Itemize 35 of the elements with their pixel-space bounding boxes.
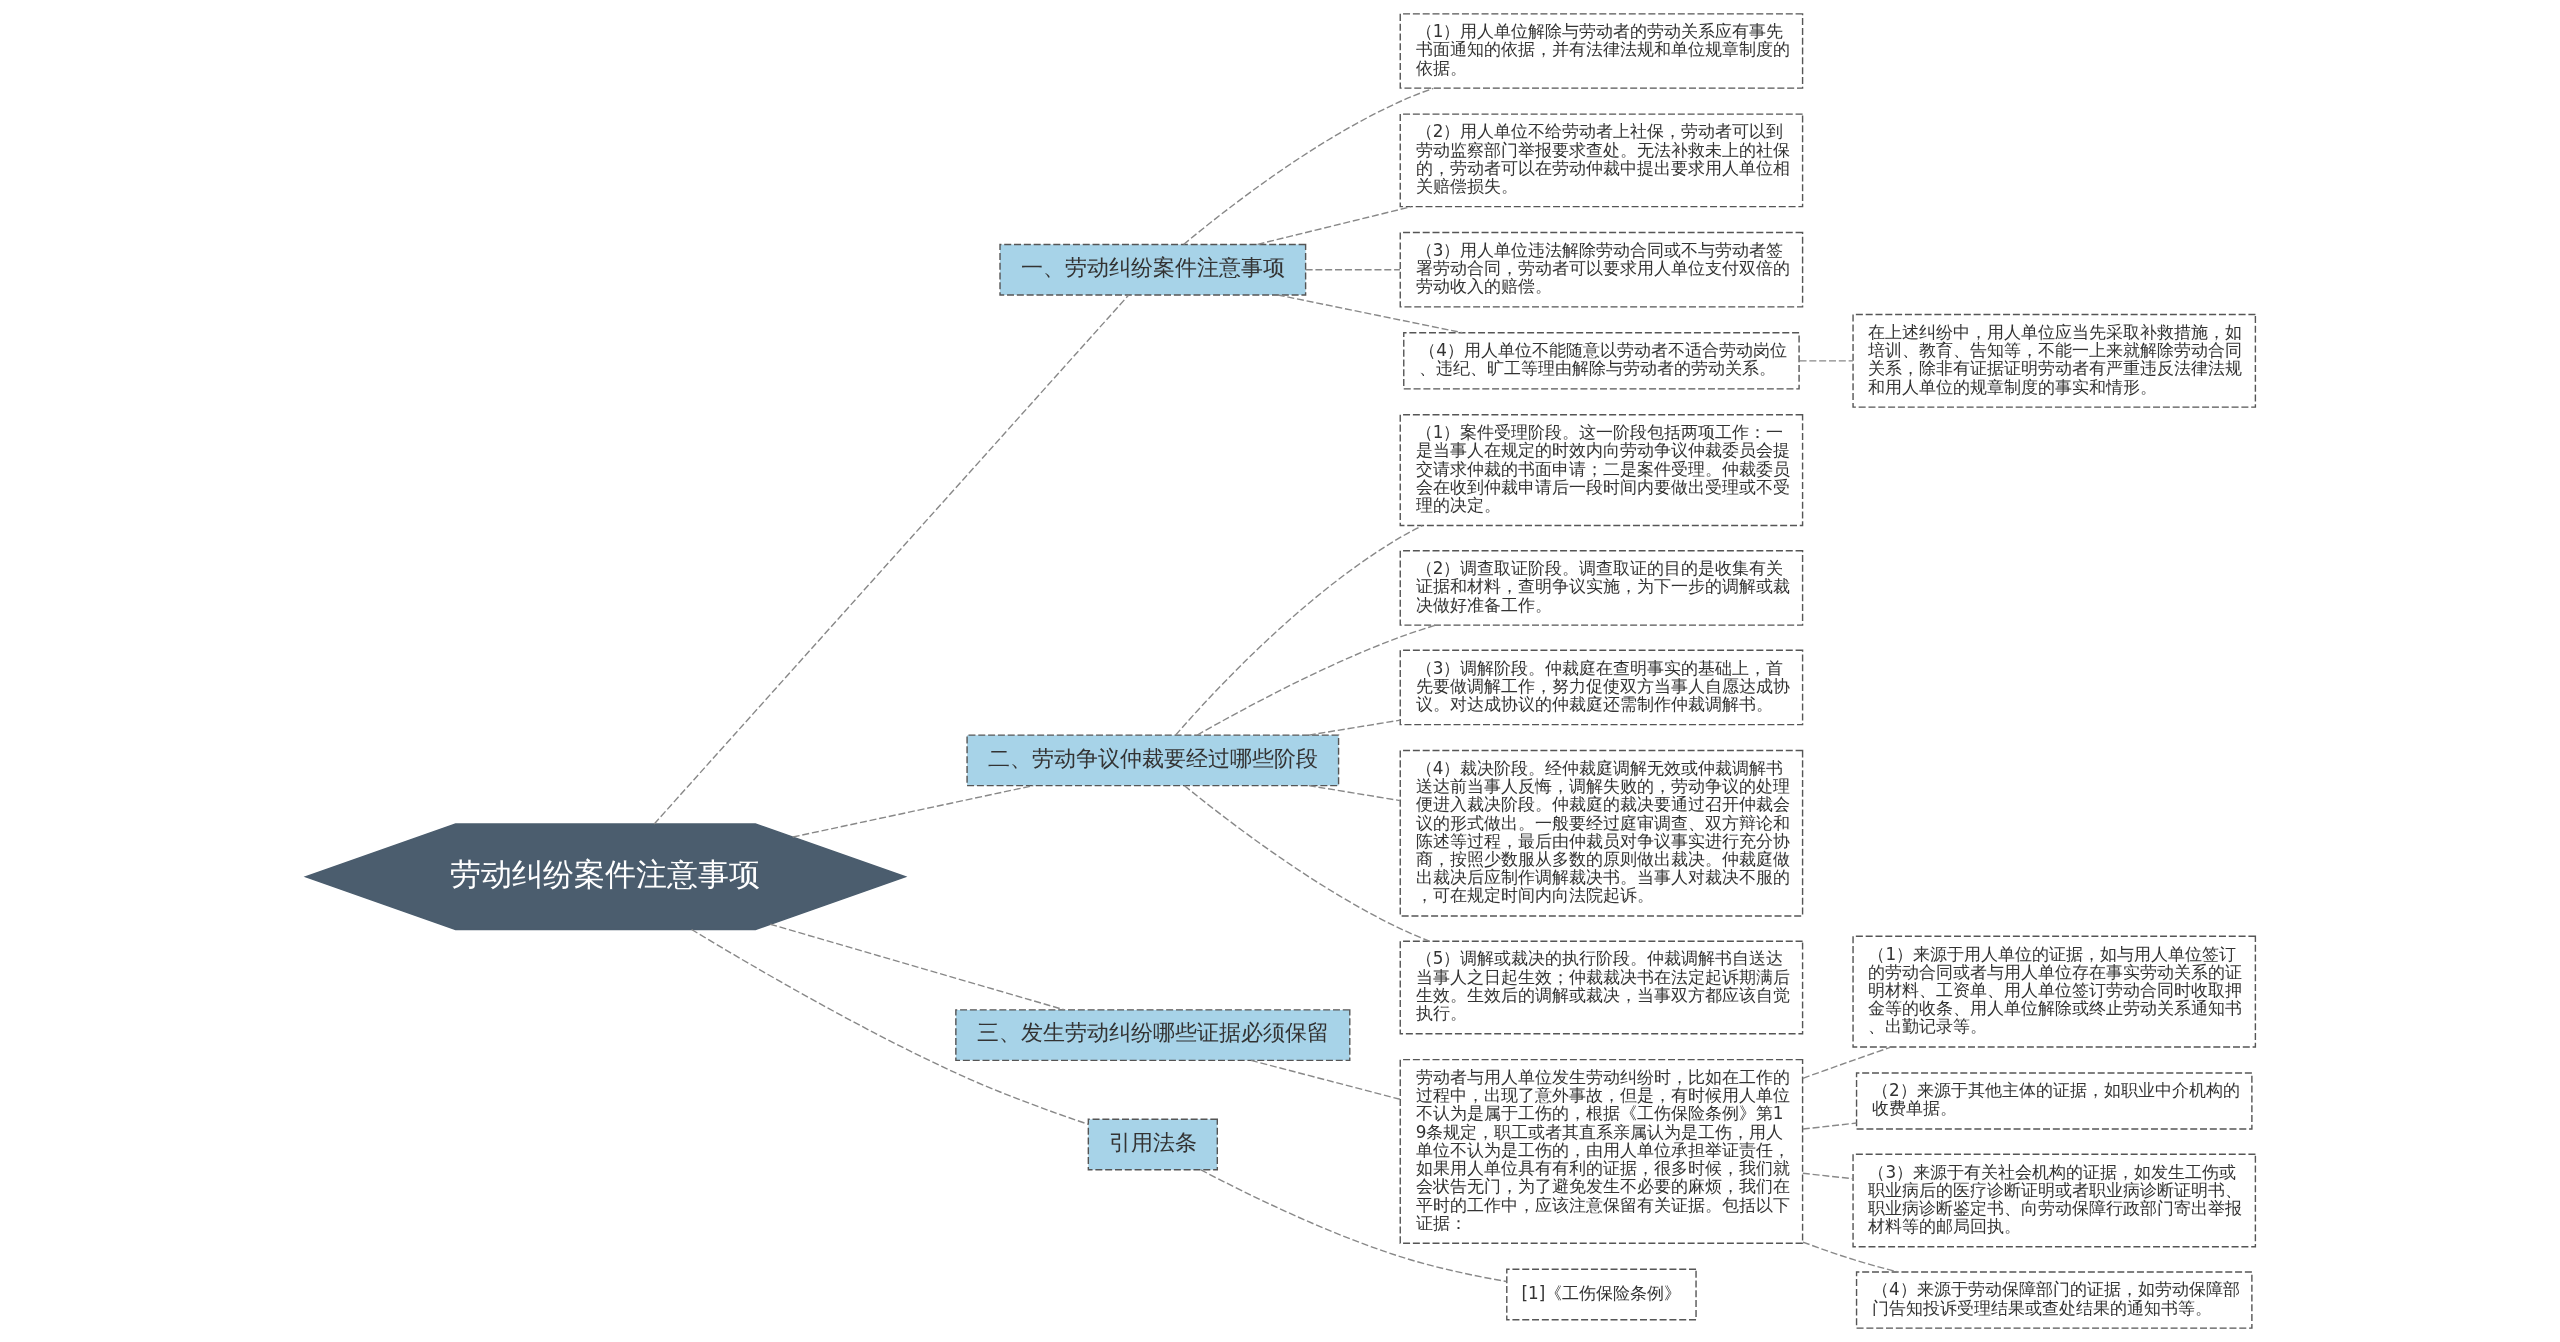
connector (1276, 294, 1463, 334)
node-box: [1]《工伤保险条例》 (1505, 1268, 1697, 1321)
connector (1199, 1169, 1507, 1283)
node-box: （4）裁决阶段。经仲裁庭调解无效或仲裁调解书送达前当事人反悔，调解失败的，劳动争议的处理便进入裁决阶段。仲裁庭的裁决要通过召开仲裁会议的形式做出。一般要经过庭审调查、双方辩论和陈述等过程，最后由仲裁员对争议事实进行充分协商，按照少数服从多数的原则做出裁决。仲裁庭做出裁决后应制作调解裁决书。当事人对裁决不服的，可在规定时间内向法院起诉。 (1399, 749, 1803, 917)
node-box: （2）用人单位不给劳动者上社保，劳动者可以到劳动监察部门举报要求查处。无法补救未上的社保的，劳动者可以在劳动仲裁中提出要求用人单位相关赔偿损失。 (1399, 113, 1803, 208)
connector (690, 928, 1089, 1125)
node-box: （1）案件受理阶段。这一阶段包括两项工作：一是当事人在规定的时效内向劳动争议仲裁委员会提交请求仲裁的书面申请；二是案件受理。仲裁委员会在收到仲裁申请后一段时间内要做出受理或不受理的决定。 (1399, 414, 1803, 527)
connector (1801, 1122, 1857, 1130)
connector (1256, 206, 1412, 246)
node-box: 引用法条 (1087, 1118, 1218, 1171)
node-box: （3）调解阶段。仲裁庭在查明事实的基础上，首先要做调解工作，努力促使双方当事人自愿达成协议。对达成协议的仲裁庭还需制作仲裁调解书。 (1399, 649, 1803, 726)
node-box: （2）调查取证阶段。调查取证的目的是收集有关证据和材料，查明争议实施，为下一步的调解或裁决做好准备工作。 (1399, 550, 1803, 626)
node-box: 一、劳动纠纷案件注意事项 (998, 243, 1306, 296)
node-box: （1）用人单位解除与劳动者的劳动关系应有事先书面通知的依据，并有法律法规和单位规章制度的依据。 (1399, 13, 1803, 89)
node-box: （5）调解或裁决的执行阶段。仲裁调解书自送达当事人之日起生效；仲裁裁决书在法定起诉期满后生效。生效后的调解或裁决，当事双方都应该自觉执行。 (1399, 940, 1803, 1035)
node-box: （3）来源于有关社会机构的证据，如发生工伤或职业病后的医疗诊断证明或者职业病诊断证明书、职业病诊断鉴定书、向劳动保障行政部门寄出举报材料等的邮局回执。 (1851, 1153, 2256, 1248)
node-box: （2）来源于其他主体的证据，如职业中介机构的收费单据。 (1855, 1072, 2253, 1130)
node-box: 二、劳动争议仲裁要经过哪些阶段 (965, 734, 1339, 787)
connector (1798, 360, 1854, 362)
connector (1304, 269, 1401, 271)
node-box: （4）来源于劳动保障部门的证据，如劳动保障部门告知投诉受理结果或查处结果的通知书等。 (1855, 1271, 2253, 1329)
node-box: （1）来源于用人单位的证据，如与用人单位签订的劳动合同或者与用人单位存在事实劳动关系的证明材料、工资单、用人单位签订劳动合同时收取押金等的收条、用人单位解除或终止劳动关系通知书、出勤记录等。 (1851, 935, 2256, 1048)
connector (769, 923, 1065, 1011)
node-box: 在上述纠纷中，用人单位应当先采取补救措施，如培训、教育、告知等，不能一上来就解除劳动合同关系，除非有证据证明劳动者有严重违反法律法规和用人单位的规章制度的事实和情形。 (1851, 313, 2256, 408)
node-box: （3）用人单位违法解除劳动合同或不与劳动者签署劳动合同，劳动者可以要求用人单位支付双倍的劳动收入的赔偿。 (1399, 231, 1803, 308)
connector (1174, 524, 1423, 736)
node-box: 三、发生劳动纠纷哪些证据必须保留 (954, 1009, 1350, 1062)
connector (1249, 1059, 1401, 1100)
connector (1307, 719, 1401, 736)
connector (1183, 785, 1430, 942)
node-box: 劳动者与用人单位发生劳动纠纷时，比如在工作的过程中，出现了意外事故，但是，有时候用人单位不认为是属于工伤的，根据《工伤保险条例》第19条规定，职工或者其直系亲属认为是工伤，用人单位不认为是工伤的，由用人单位承担举证责任，如果用人单位具有有利的证据，很多时候，我们就会状告无门，为了避免发生不必要的麻烦，我们在平时的工作中，应该注意保留有关证据。包括以下证据： (1399, 1058, 1803, 1244)
connector (1801, 1172, 1854, 1180)
connector (653, 294, 1129, 825)
node-box: （4）用人单位不能随意以劳动者不适合劳动岗位、违纪、旷工等理由解除与劳动者的劳动关系。 (1402, 332, 1800, 390)
connector (1307, 784, 1401, 802)
